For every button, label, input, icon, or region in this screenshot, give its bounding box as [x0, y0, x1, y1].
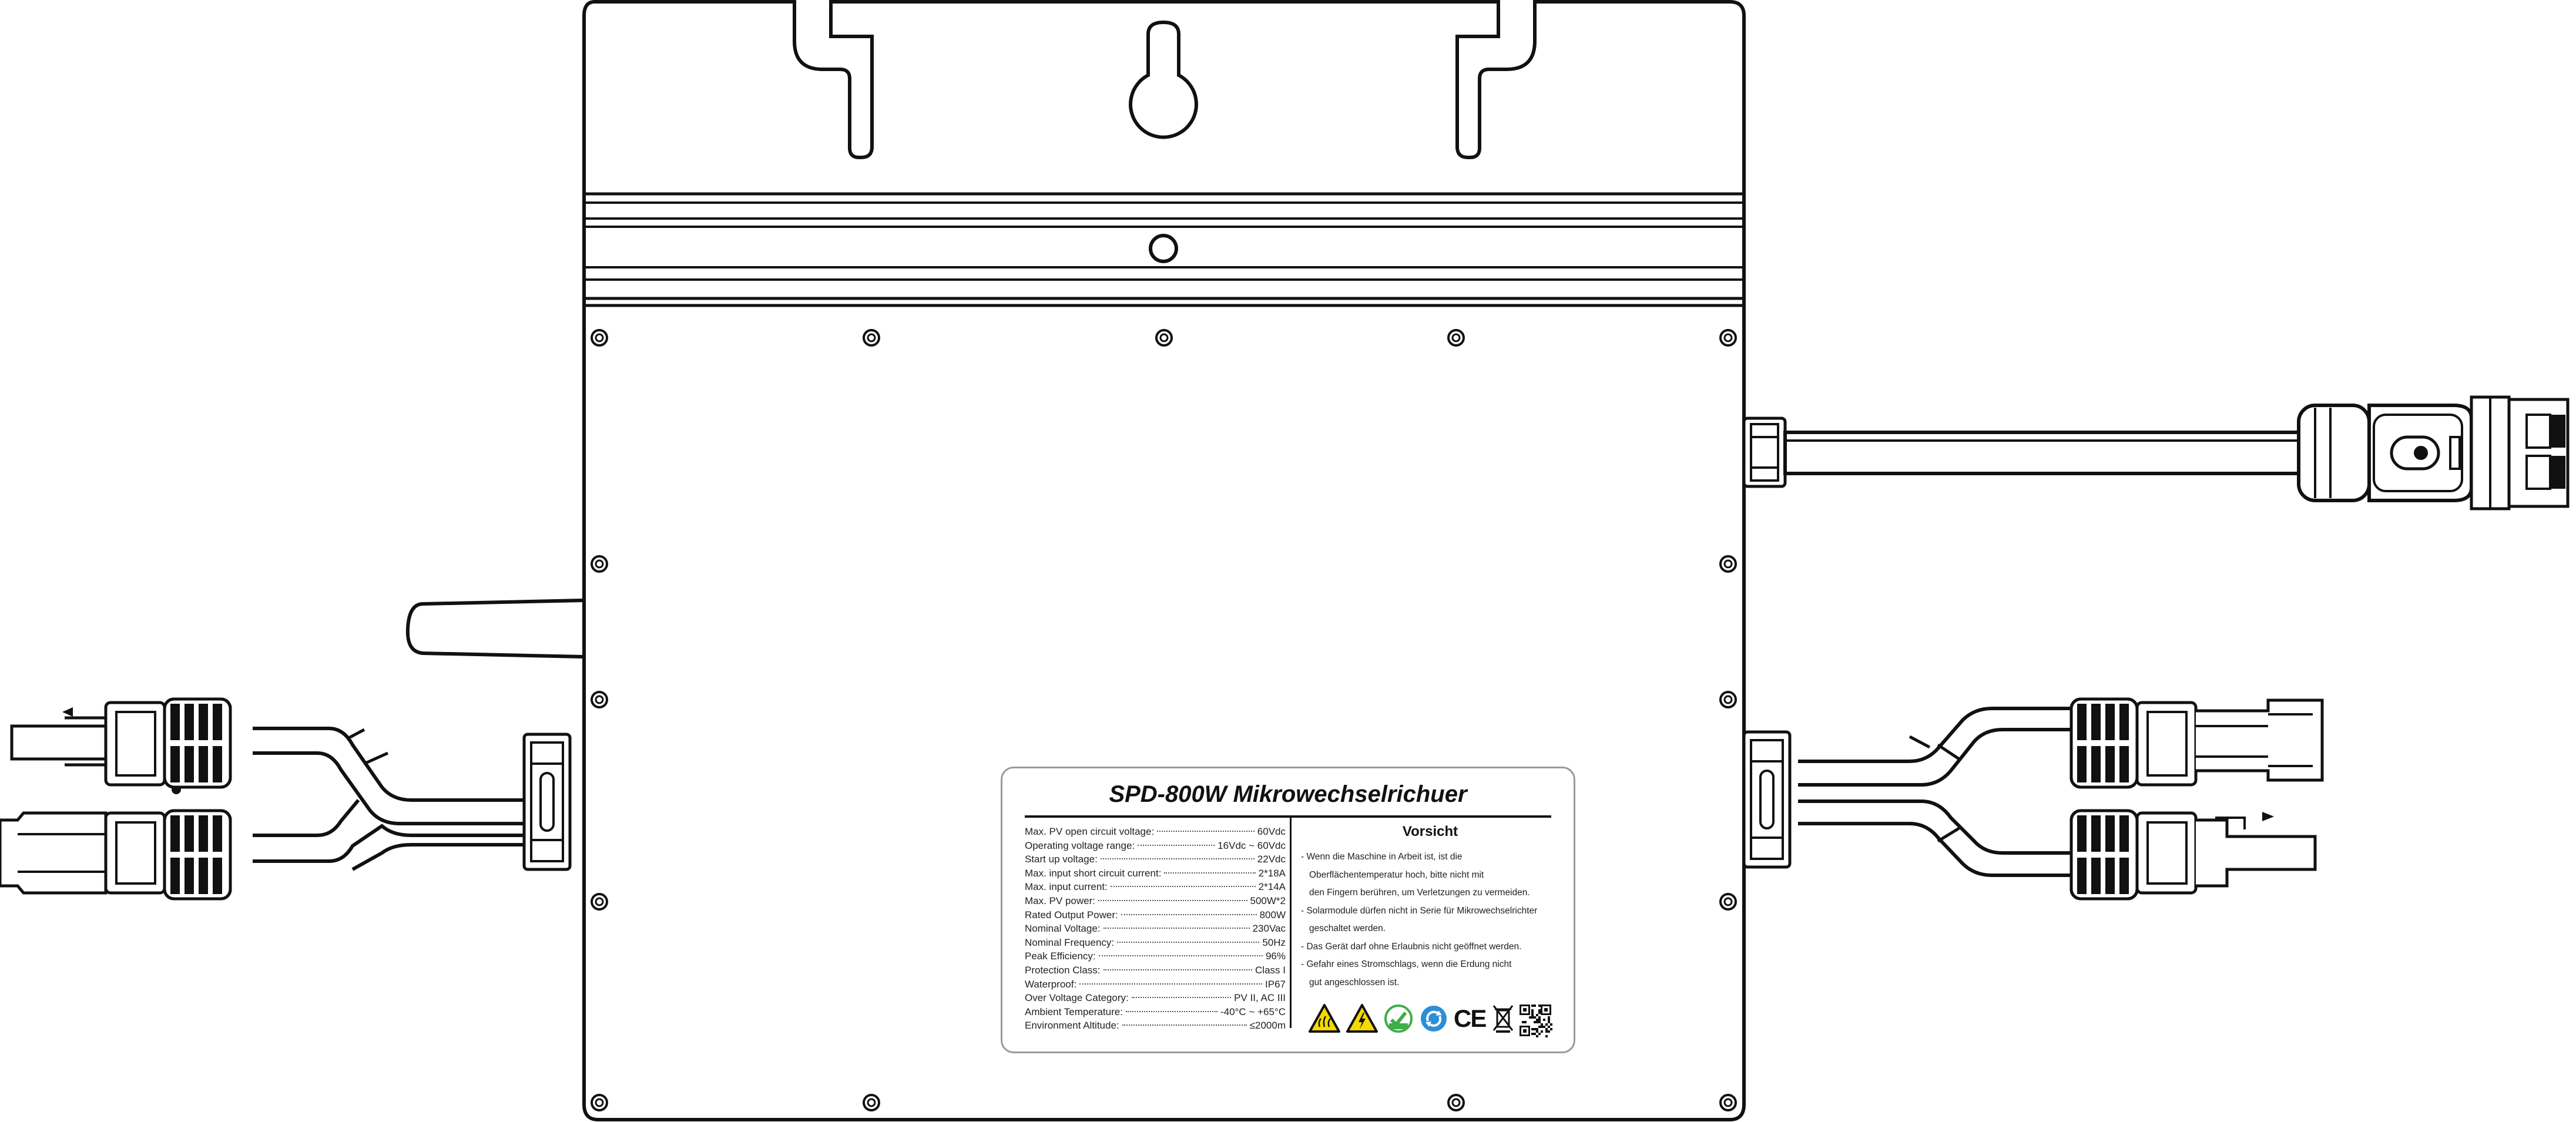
spec-name: Environment Altitude:	[1025, 1020, 1119, 1032]
mc4-connector-right-top	[2071, 699, 2324, 787]
spec-row: Waterproof: IP67	[1025, 977, 1286, 992]
spec-value: 800W	[1259, 909, 1286, 921]
caution-title: Vorsicht	[1402, 824, 1458, 839]
spec-leader-dots	[1117, 941, 1260, 943]
column-divider	[1290, 818, 1292, 1028]
spec-name: Waterproof:	[1025, 978, 1077, 990]
spec-name: Peak Efficiency:	[1025, 950, 1096, 962]
mc4-connector-left-top	[10, 699, 230, 794]
spec-leader-dots	[1125, 1010, 1218, 1012]
certification-icons: CE	[1308, 1003, 1555, 1037]
spec-value: 500W*2	[1250, 895, 1286, 906]
spec-row: Operating voltage range: 16Vdc ~ 60Vdc	[1025, 839, 1286, 853]
spec-row: Max. input current: 2*14A	[1025, 880, 1286, 894]
caution-line: den Fingern berühren, um Verletzungen zu…	[1309, 888, 1530, 898]
spec-leader-dots	[1157, 831, 1255, 832]
spec-value: 2*18A	[1258, 867, 1286, 879]
spec-leader-dots	[1103, 928, 1250, 929]
dc-input-cables-right	[1798, 707, 2074, 877]
title-divider	[1025, 815, 1551, 818]
spec-row: Rated Output Power: 800W	[1025, 908, 1286, 922]
spec-row: Start up voltage: 22Vdc	[1025, 852, 1286, 866]
spec-row: Environment Altitude: ≤2000m	[1025, 1019, 1286, 1033]
dc-input-cables-left	[253, 727, 529, 871]
spec-row: Peak Efficiency: 96%	[1025, 949, 1286, 963]
spec-row: Ambient Temperature: -40°C ~ +65°C	[1025, 1005, 1286, 1019]
caution-line: geschaltet werden.	[1309, 923, 1386, 933]
qr-code-icon	[1518, 1003, 1552, 1037]
spec-leader-dots	[1098, 955, 1263, 957]
spec-name: Nominal Voltage:	[1025, 923, 1101, 935]
spec-leader-dots	[1103, 969, 1253, 970]
spec-value: 230Vac	[1252, 923, 1286, 935]
spec-value: 16Vdc ~ 60Vdc	[1217, 839, 1286, 851]
ce-mark-icon: CE	[1454, 1005, 1487, 1032]
spec-leader-dots	[1122, 1024, 1247, 1026]
spec-name: Start up voltage:	[1025, 854, 1098, 865]
spec-name: Max. input current:	[1025, 881, 1108, 893]
recycle-icon	[1421, 1006, 1447, 1032]
spec-leader-dots	[1110, 886, 1256, 888]
mc4-connector-left-bottom	[0, 811, 230, 899]
spec-leader-dots	[1079, 983, 1263, 985]
caution-line: - Solarmodule dürfen nicht in Serie für …	[1301, 905, 1538, 916]
spec-name: Nominal Frequency:	[1025, 936, 1115, 948]
keyhole-slot	[1129, 20, 1198, 139]
spec-name: Ambient Temperature:	[1025, 1006, 1123, 1017]
spec-name: Operating voltage range:	[1025, 839, 1135, 851]
spec-value: 96%	[1265, 950, 1286, 962]
spec-value: PV II, AC III	[1234, 992, 1286, 1004]
spec-row: Max. PV open circuit voltage: 60Vdc	[1025, 825, 1286, 839]
spec-leader-dots	[1164, 872, 1256, 874]
nameplate-label: SPD-800W Mikrowechselrichuer Max. PV ope…	[1001, 767, 1575, 1053]
spec-leader-dots	[1131, 997, 1232, 999]
spec-value: ≤2000m	[1249, 1020, 1286, 1032]
antenna	[405, 598, 586, 659]
hot-surface-warning-icon	[1309, 1004, 1340, 1033]
spec-row: Over Voltage Category: PV II, AC III	[1025, 991, 1286, 1005]
spec-value: 50Hz	[1262, 936, 1286, 948]
weee-bin-icon	[1492, 1005, 1514, 1033]
spec-name: Protection Class:	[1025, 964, 1101, 976]
spec-name: Max. PV power:	[1025, 895, 1095, 906]
spec-row: Max. PV power: 500W*2	[1025, 894, 1286, 908]
caution-line: gut angeschlossen ist.	[1309, 977, 1400, 987]
spec-leader-dots	[1098, 899, 1247, 901]
spec-row: Nominal Frequency: 50Hz	[1025, 936, 1286, 950]
spec-leader-dots	[1100, 858, 1255, 860]
spec-name: Rated Output Power:	[1025, 909, 1118, 921]
cable-gland-left	[524, 734, 570, 869]
rohs-icon	[1384, 1005, 1413, 1033]
spec-name: Max. PV open circuit voltage:	[1025, 826, 1155, 837]
caution-line: Oberflächentemperatur hoch, bitte nicht …	[1309, 869, 1484, 880]
spec-value: 22Vdc	[1257, 854, 1286, 865]
electric-shock-warning-icon	[1346, 1004, 1378, 1033]
spec-leader-dots	[1121, 913, 1257, 915]
spec-leader-dots	[1138, 844, 1215, 846]
spec-value: 2*14A	[1258, 881, 1286, 893]
spec-value: Class I	[1255, 964, 1286, 976]
caution-line: - Wenn die Maschine in Arbeit ist, ist d…	[1301, 852, 1463, 862]
caution-line: - Gefahr eines Stromschlags, wenn die Er…	[1301, 959, 1512, 969]
spec-name: Max. input short circuit current:	[1025, 867, 1162, 879]
mc4-connector-right-bottom	[2071, 811, 2317, 899]
product-title: SPD-800W Mikrowechselrichuer	[1109, 781, 1467, 807]
spec-value: 60Vdc	[1257, 826, 1286, 837]
spec-value: IP67	[1265, 978, 1286, 990]
caution-line: - Das Gerät darf ohne Erlaubnis nicht ge…	[1301, 941, 1522, 952]
spec-name: Over Voltage Category:	[1025, 992, 1129, 1004]
spec-row: Nominal Voltage: 230Vac	[1025, 922, 1286, 936]
ac-output-cable	[1742, 395, 2570, 510]
caution-section: Vorsicht - Wenn die Maschine in Arbeit i…	[1301, 824, 1559, 992]
spec-value: -40°C ~ +65°C	[1220, 1006, 1286, 1017]
spec-row: Protection Class: Class I	[1025, 963, 1286, 977]
cable-gland-right	[1744, 732, 1790, 867]
caution-list: - Wenn die Maschine in Arbeit ist, ist d…	[1301, 848, 1559, 992]
spec-row: Max. input short circuit current: 2*18A	[1025, 866, 1286, 881]
